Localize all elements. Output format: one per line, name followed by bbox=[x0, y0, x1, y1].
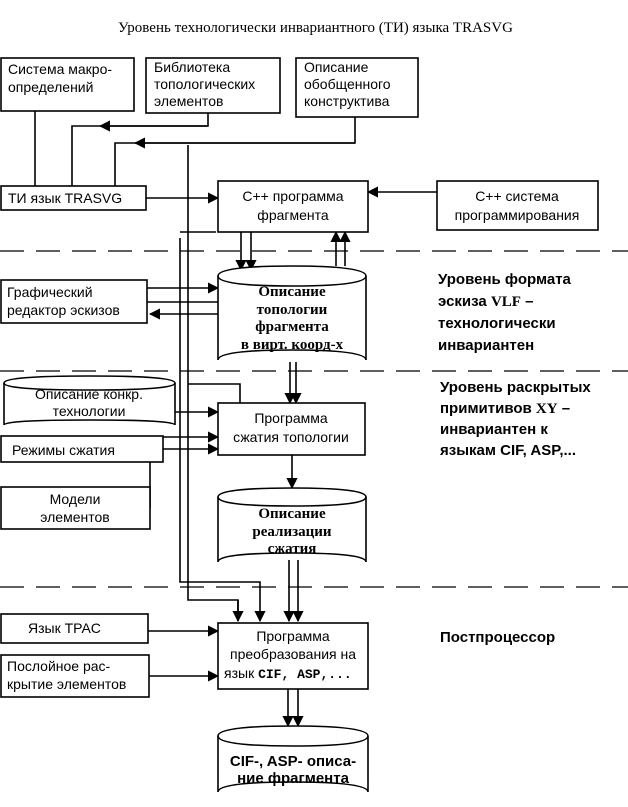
box-macro-line-2: определений bbox=[8, 79, 93, 95]
box-modes-label: Режимы сжатия bbox=[12, 442, 115, 458]
box-macro-definitions: Система макро- определений bbox=[0, 57, 135, 112]
store-output-description: CIF-, ASP- описа- ние фрагмента bbox=[217, 725, 369, 793]
level-vlf-line-2: эскиза VLF – bbox=[438, 293, 533, 310]
level-xy-line-3: инвариантен к bbox=[440, 421, 548, 438]
store-output-line-2: ние фрагмента bbox=[237, 770, 350, 787]
store-topology-line-3: фрагмента bbox=[255, 319, 329, 335]
level-vlf-line-4: инвариантен bbox=[438, 337, 534, 354]
store-topology-line-1: Описание bbox=[258, 284, 326, 300]
level-xy-line-1: Уровень раскрытых bbox=[440, 379, 591, 396]
store-result-line-2: реализации bbox=[252, 524, 332, 540]
box-library-line-3: элементов bbox=[154, 93, 223, 109]
box-generalized-line-2: обобщенного bbox=[304, 76, 391, 92]
box-editor-line-1: Графический bbox=[7, 284, 93, 300]
store-topology-line-2: топологии bbox=[257, 302, 328, 318]
box-trac-label: Язык TPAC bbox=[28, 620, 101, 636]
box-library-line-1: Библиотека bbox=[154, 59, 230, 75]
box-models-line-1: Модели bbox=[50, 491, 101, 507]
store-tech-line-2: технологии bbox=[53, 403, 126, 419]
store-result-line-1: Описание bbox=[258, 506, 326, 522]
store-output-line-1: CIF-, ASP- описа- bbox=[230, 753, 356, 770]
box-models-line-2: элементов bbox=[40, 509, 109, 525]
box-layer-line-1: Послойное рас- bbox=[7, 658, 111, 674]
box-graphic-editor: Графический редактор эскизов bbox=[0, 279, 148, 324]
box-generalized-line-3: конструктива bbox=[304, 93, 390, 109]
level-xy-line-2: примитивов XY – bbox=[440, 400, 570, 417]
box-convert-line-1: Программа bbox=[256, 628, 330, 644]
connector-long-vertical-2 bbox=[179, 238, 266, 623]
box-convert-line-2: преобразования на bbox=[230, 646, 356, 662]
box-cpp-program: С++ программа фрагмента bbox=[217, 180, 369, 233]
box-topology-library: Библиотека топологических элементов bbox=[145, 57, 281, 114]
box-ti-language-label: ТИ язык TRASVG bbox=[8, 190, 122, 206]
connector-store-left-to-compress bbox=[188, 383, 241, 403]
box-cpp-system-line-2: программирования bbox=[455, 207, 580, 223]
box-generalized-line-1: Описание bbox=[304, 59, 369, 75]
level-label-vlf: Уровень формата эскиза VLF – технологиче… bbox=[438, 271, 572, 354]
level-label-postprocessor: Постпроцессор bbox=[440, 629, 555, 646]
diagram-title: Уровень технологически инвариантного (ТИ… bbox=[118, 20, 513, 36]
box-editor-line-2: редактор эскизов bbox=[7, 302, 120, 318]
level-label-xy: Уровень раскрытых примитивов XY – инвари… bbox=[440, 379, 591, 459]
box-generalized-construct: Описание обобщенного конструктива bbox=[295, 57, 419, 118]
box-element-models: Модели элементов bbox=[0, 486, 151, 530]
box-cpp-program-line-1: С++ программа bbox=[242, 188, 343, 204]
box-layer-expansion: Послойное рас- крытие элементов bbox=[0, 654, 150, 698]
store-tech-description: Описание конкр. технологии bbox=[3, 375, 176, 426]
box-cpp-program-line-2: фрагмента bbox=[257, 207, 329, 223]
store-topology-virtual: Описание топологии фрагмента в вирт. коо… bbox=[217, 265, 367, 361]
connector-generalized bbox=[114, 117, 356, 186]
box-compress-line-2: сжатия топологии bbox=[233, 429, 349, 445]
box-conversion-program: Программа преобразования на язык CIF, AS… bbox=[217, 622, 369, 690]
box-macro-line-1: Система макро- bbox=[8, 61, 112, 77]
level-vlf-line-1: Уровень формата bbox=[438, 271, 572, 288]
box-compress-line-1: Программа bbox=[254, 410, 328, 426]
box-compression-modes: Режимы сжатия bbox=[0, 435, 164, 463]
box-ti-language: ТИ язык TRASVG bbox=[0, 185, 147, 211]
level-vlf-line-3: технологически bbox=[438, 315, 556, 332]
store-result-line-3: сжатия bbox=[268, 541, 317, 557]
box-compression-program: Программа сжатия топологии bbox=[217, 402, 366, 456]
box-library-line-2: топологических bbox=[154, 76, 255, 92]
store-topology-line-4: в вирт. коорд-х bbox=[241, 337, 344, 353]
box-cpp-system: С++ система программирования bbox=[436, 180, 599, 231]
box-cpp-system-line-1: С++ система bbox=[475, 188, 559, 204]
level-xy-line-4: языкам CIF, ASP,... bbox=[440, 442, 576, 459]
box-layer-line-2: крытие элементов bbox=[7, 676, 126, 692]
store-compression-result: Описание реализации сжатия bbox=[217, 487, 367, 563]
store-tech-line-1: Описание конкр. bbox=[35, 386, 143, 402]
box-trac-language: Язык TPAC bbox=[0, 613, 149, 644]
box-convert-line-3: язык CIF, ASP,... bbox=[224, 665, 352, 682]
